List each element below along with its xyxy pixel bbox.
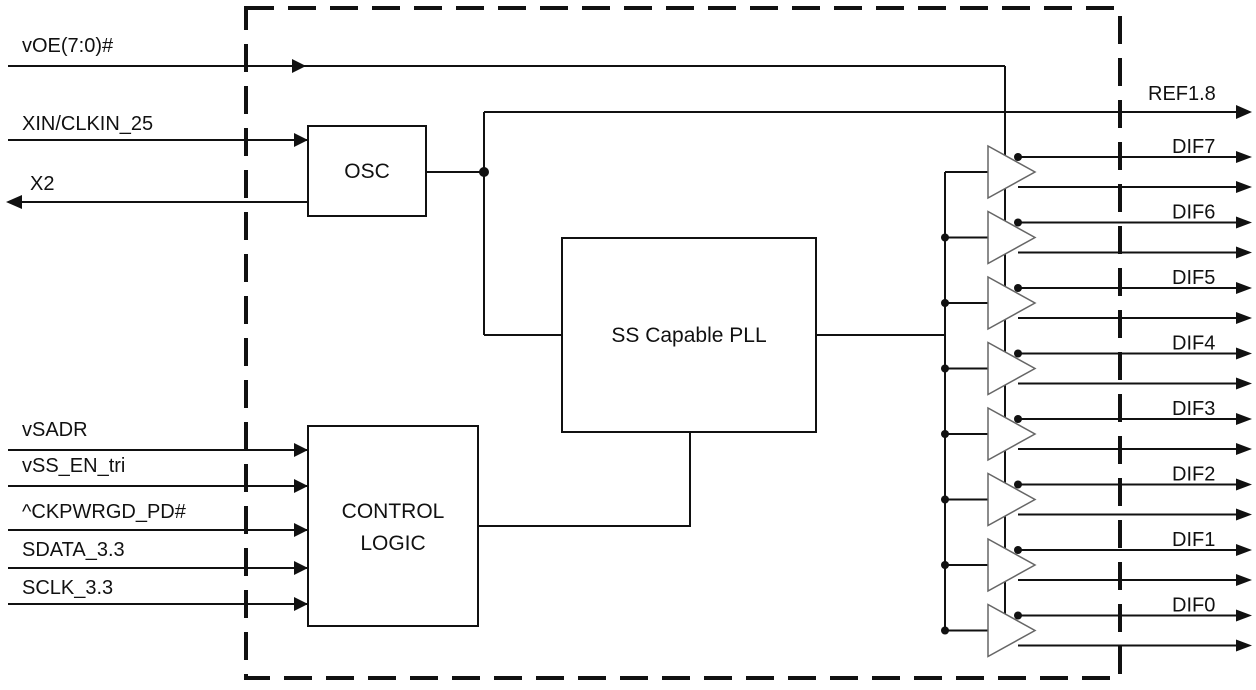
vss-en-label: vSS_EN_tri xyxy=(22,455,125,477)
buffer-dif2 xyxy=(987,472,1037,527)
output-enable-dot xyxy=(1014,611,1022,620)
ckpwrgd-label: ^CKPWRGD_PD# xyxy=(22,501,187,523)
dif-label-1: DIF6 xyxy=(1172,202,1215,224)
xin-label: XIN/CLKIN_25 xyxy=(22,113,153,135)
ref-label: REF1.8 xyxy=(1148,83,1216,105)
sdata-label: SDATA_3.3 xyxy=(22,539,125,561)
output-enable-dot xyxy=(1014,480,1022,489)
dif-label-5: DIF2 xyxy=(1172,464,1215,486)
dif-label-4: DIF3 xyxy=(1172,398,1215,420)
ref-output xyxy=(483,105,1252,335)
buffer-dif4 xyxy=(987,341,1037,396)
pll-label: SS Capable PLL xyxy=(611,324,766,347)
output-enable-dot xyxy=(1014,284,1022,292)
buffer-dif0 xyxy=(987,603,1037,658)
bus-junction-dot xyxy=(941,233,949,242)
bus-junction-dot xyxy=(941,561,949,569)
bus-junction-dot xyxy=(941,495,949,504)
output-enable-dot xyxy=(1014,415,1022,423)
output-enable-dot xyxy=(1014,546,1022,554)
dif-label-3: DIF4 xyxy=(1172,333,1215,355)
control-logic-block xyxy=(307,425,479,627)
output-enable-dot xyxy=(1014,153,1022,161)
vsadr-label: vSADR xyxy=(22,419,88,441)
dif-label-7: DIF0 xyxy=(1172,595,1215,617)
buffer-dif3 xyxy=(987,406,1037,462)
dif-label-0: DIF7 xyxy=(1172,136,1215,158)
voe-label: vOE(7:0)# xyxy=(22,35,114,57)
control-label-1: CONTROL xyxy=(342,500,445,523)
bus-junction-dot xyxy=(941,430,949,438)
control-label-2: LOGIC xyxy=(360,532,425,555)
output-enable-dot xyxy=(1014,218,1022,227)
xin-input xyxy=(8,133,308,147)
pll-block xyxy=(561,237,817,433)
bus-junction-dot xyxy=(941,364,949,373)
output-enable-dot xyxy=(1014,349,1022,358)
osc-block xyxy=(307,125,427,217)
control-inputs xyxy=(8,443,308,611)
sclk-label: SCLK_3.3 xyxy=(22,577,113,599)
buffer-dif7 xyxy=(987,144,1037,200)
buffer-dif1 xyxy=(987,537,1037,593)
bus-junction-dot xyxy=(941,626,949,635)
buffer-dif5 xyxy=(987,275,1037,331)
buffer-dif6 xyxy=(987,210,1037,265)
x2-output xyxy=(6,195,308,209)
bus-junction-dot xyxy=(941,299,949,307)
voe-input xyxy=(8,59,1006,630)
junction-dot xyxy=(479,167,489,177)
x2-label: X2 xyxy=(30,173,54,195)
dif-label-2: DIF5 xyxy=(1172,267,1215,289)
chip-boundary xyxy=(244,6,1122,680)
dif-label-6: DIF1 xyxy=(1172,529,1215,551)
osc-label: OSC xyxy=(344,160,390,183)
